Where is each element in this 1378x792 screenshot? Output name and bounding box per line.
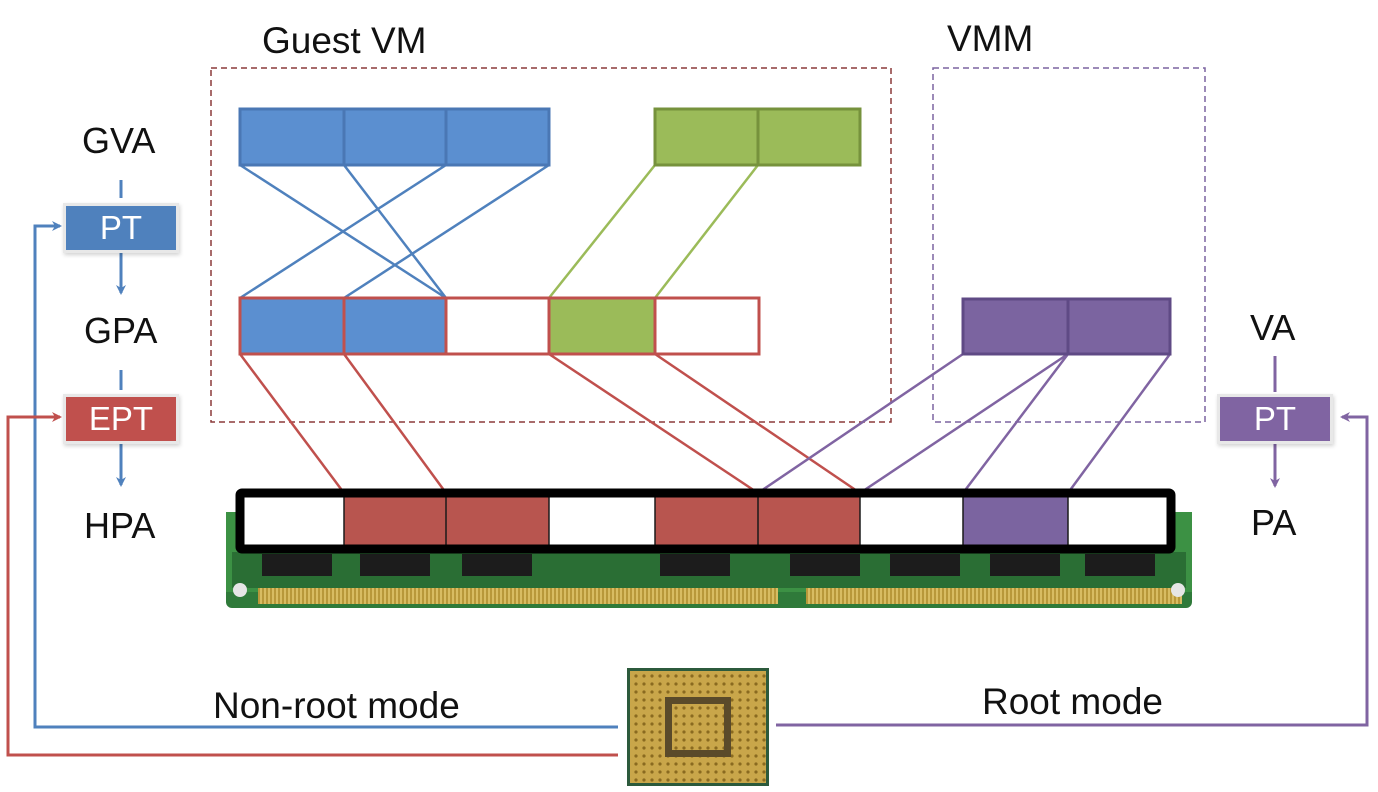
gva-gpa-mappings-green [548,164,759,299]
hpa-blocks [235,488,1176,554]
pa-label: PA [1251,502,1297,543]
va-pa-mappings-purple [757,352,1172,495]
gva-gpa-mappings-blue [239,163,550,300]
guest-vm-title: Guest VM [262,20,427,61]
gpa-blocks [238,296,761,356]
va-label: VA [1250,307,1296,348]
gpa-hpa-mappings-red [238,352,861,495]
guest-page-table: PT [66,206,176,250]
guest-vm-region [210,67,892,423]
extended-page-table: EPT [66,397,176,441]
non-root-mode-label: Non-root mode [213,685,460,726]
gva-label: GVA [82,120,156,161]
va-blocks [961,297,1172,356]
gva-blocks [238,107,862,167]
root-mode-label: Root mode [982,681,1163,722]
vmm-region [932,67,1206,423]
gpa-label: GPA [84,310,158,351]
hpa-label: HPA [84,505,156,546]
non-root-ept-path [6,412,618,757]
host-page-table: PT [1220,397,1330,441]
vmm-title: VMM [947,18,1034,59]
non-root-pt-path [33,221,618,729]
root-pt-path [776,412,1369,727]
cpu-chip-icon [627,668,769,786]
